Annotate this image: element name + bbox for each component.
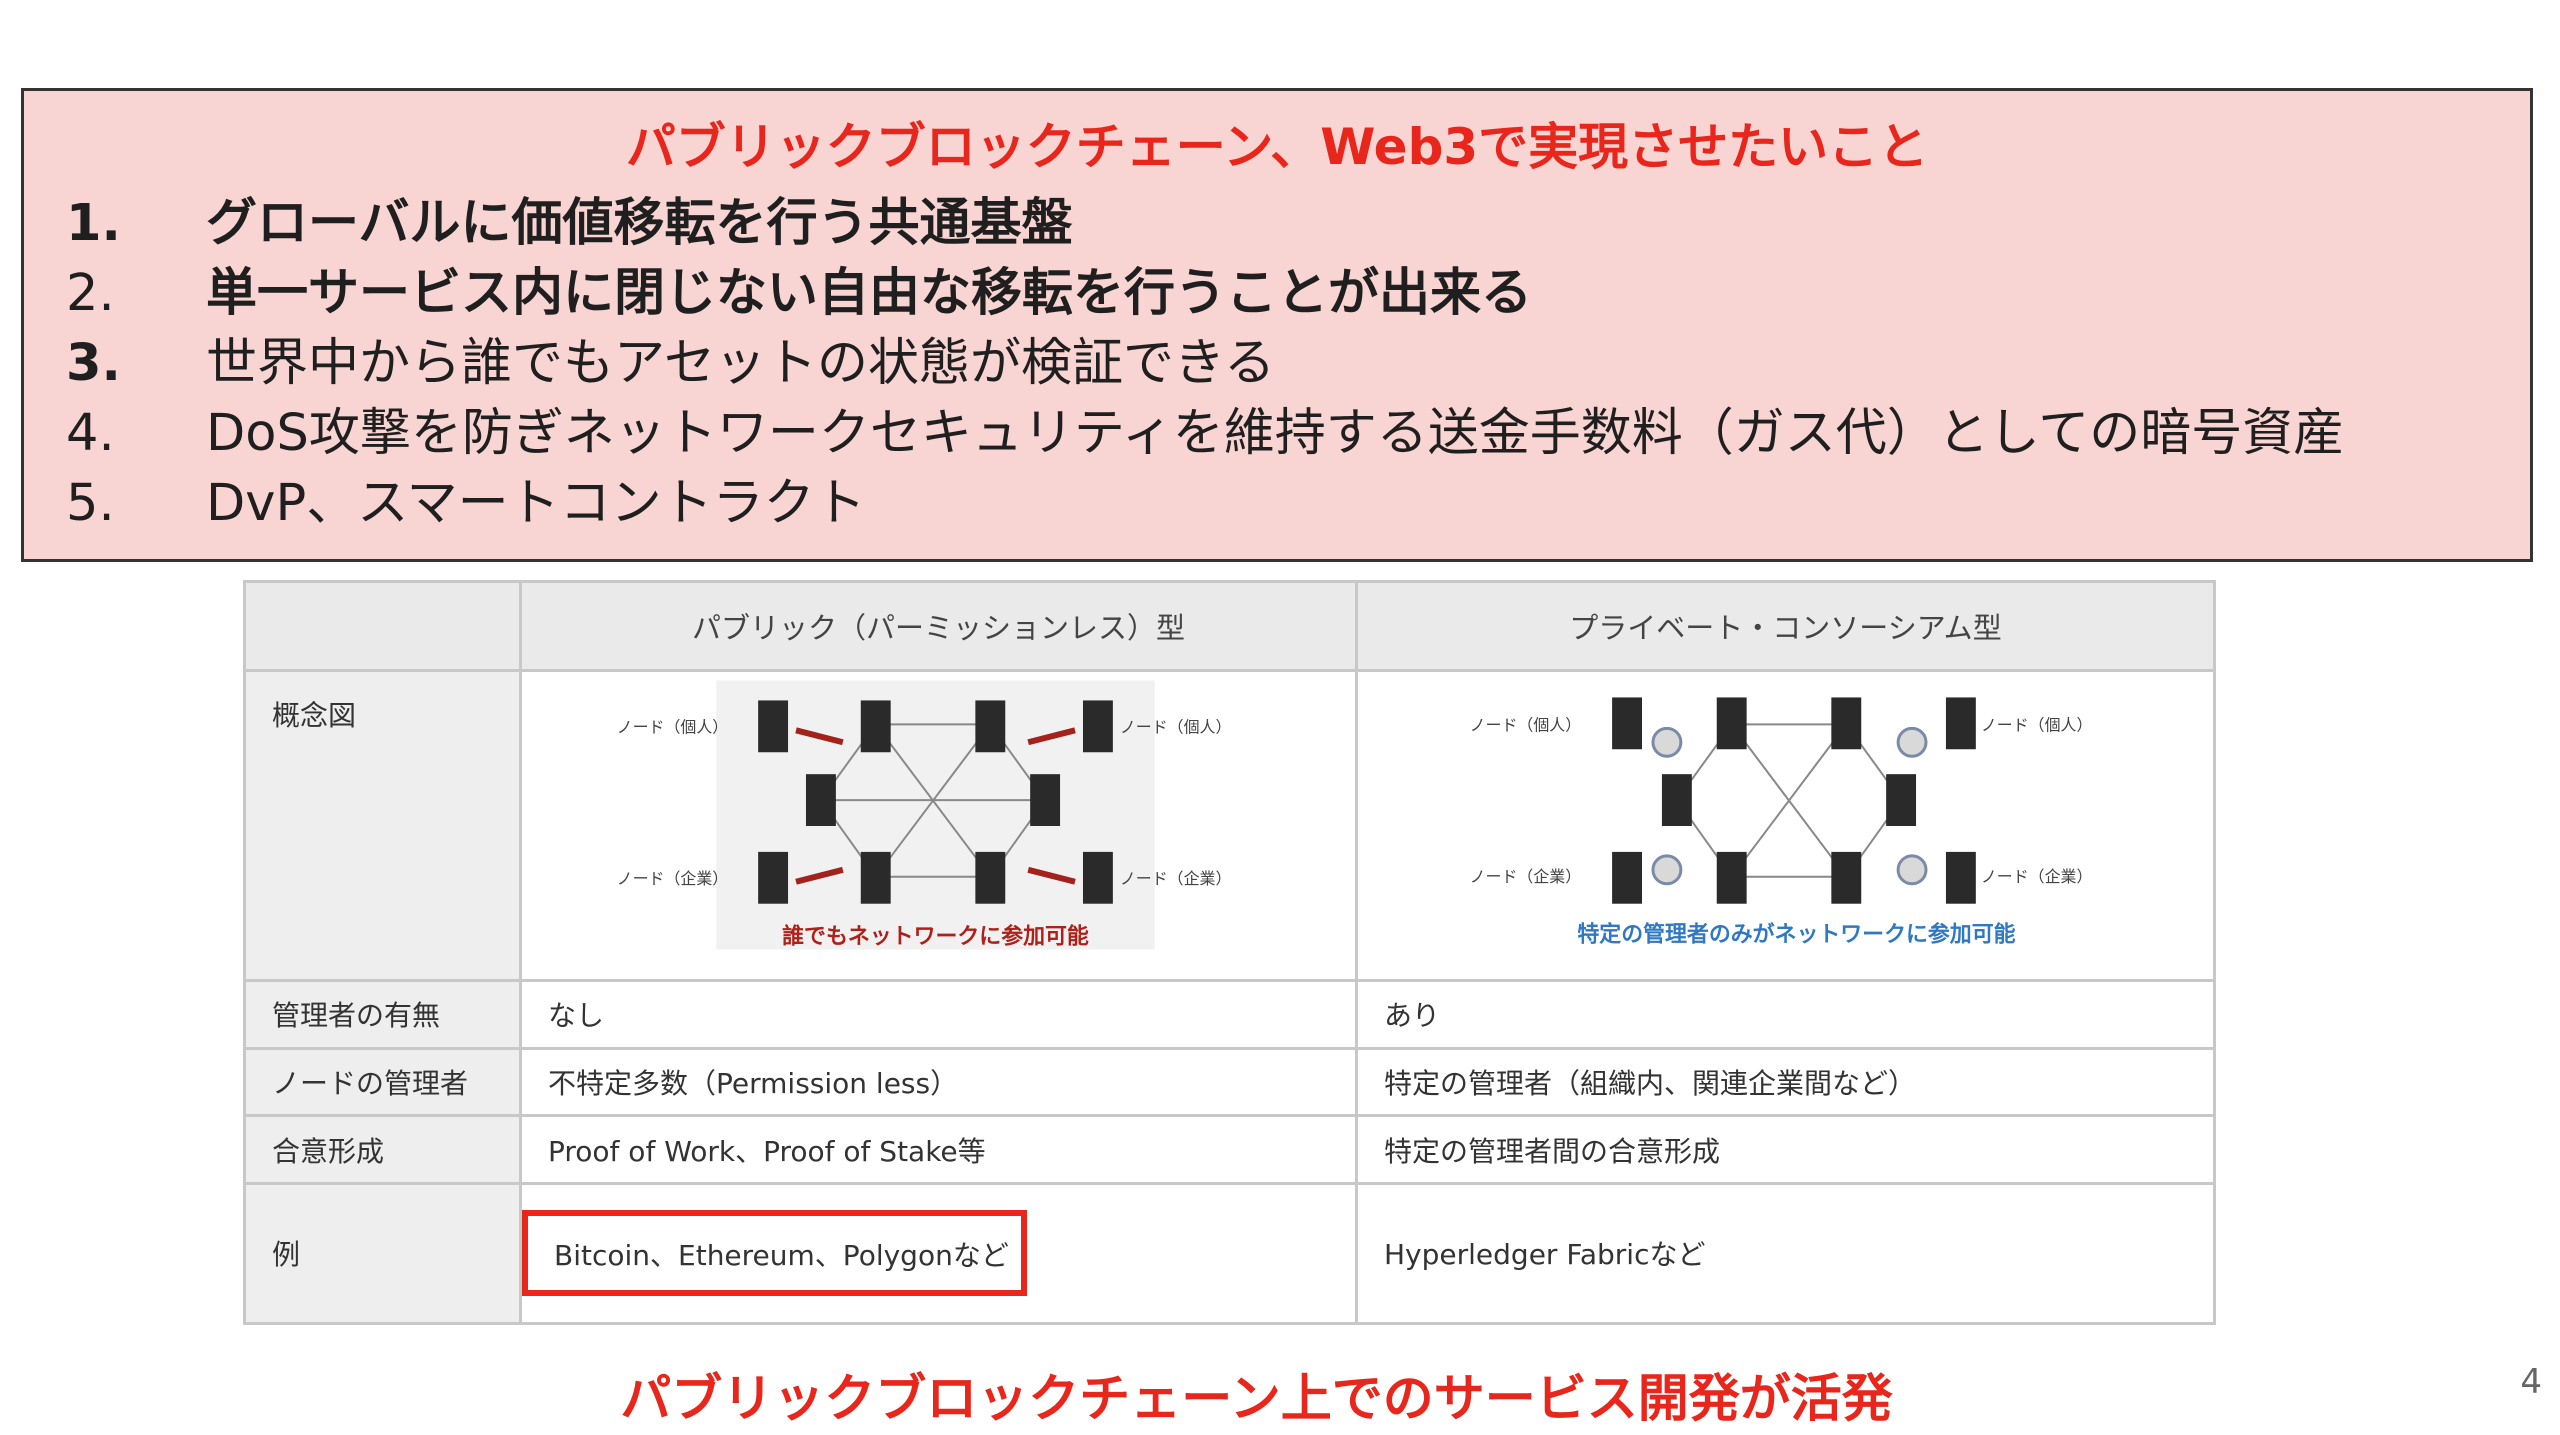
table-row-consensus: 合意形成 Proof of Work、Proof of Stake等 特定の管理…	[243, 1114, 2216, 1185]
private-diagram-cell: ノード（個人） ノード（個人） ノード（企業） ノード（企業） 特定の管理者のみ…	[1355, 669, 2216, 982]
row-label: 例	[243, 1181, 522, 1326]
diagram-background	[716, 680, 1155, 950]
server-icons	[1612, 697, 1976, 904]
goal-text: DvP、スマートコントラクト	[206, 474, 866, 533]
goal-number: 4.	[66, 404, 115, 463]
row-label: 管理者の有無	[243, 979, 522, 1050]
private-value: Hyperledger Fabricなど	[1355, 1181, 2216, 1326]
table-row-admin: 管理者の有無 なし あり	[243, 979, 2216, 1050]
header-public: パブリック（パーミッションレス）型	[519, 580, 1358, 672]
node-personal-label-left: ノード（個人）	[617, 717, 729, 736]
private-value: あり	[1355, 979, 2216, 1050]
header-private: プライベート・コンソーシアム型	[1355, 580, 2216, 672]
public-value: なし	[519, 979, 1358, 1050]
node-personal-label-left: ノード（個人）	[1470, 715, 1582, 734]
row-label: 合意形成	[243, 1114, 522, 1185]
goal-number: 1.	[66, 194, 121, 253]
goal-text: グローバルに価値移転を行う共通基盤	[206, 194, 1073, 253]
private-value: 特定の管理者（組織内、関連企業間など）	[1355, 1046, 2216, 1118]
private-diagram-caption: 特定の管理者のみがネットワークに参加可能	[1577, 922, 2015, 948]
table-header-row: パブリック（パーミッションレス）型 プライベート・コンソーシアム型	[243, 580, 2216, 672]
header-empty	[243, 580, 522, 672]
goals-box: パブリックブロックチェーン、Web3で実現させたいこと 1. グローバルに価値移…	[21, 88, 2533, 562]
table-row-examples: 例 Bitcoin、Ethereum、Polygonなど Hyperledger…	[243, 1181, 2216, 1326]
goal-number: 2.	[66, 264, 115, 323]
goal-text: 単一サービス内に閉じない自由な移転を行うことが出来る	[206, 264, 1533, 323]
node-company-label-left: ノード（企業）	[1470, 867, 1582, 886]
goal-number: 3.	[66, 334, 121, 393]
goal-number: 5.	[66, 474, 115, 533]
goal-text: 世界中から誰でもアセットの状態が検証できる	[206, 334, 1275, 393]
table-row-diagram: 概念図	[243, 669, 2216, 982]
node-company-label-right: ノード（企業）	[1981, 867, 2093, 886]
blocked-icons	[1651, 726, 1928, 886]
highlighted-public-examples: Bitcoin、Ethereum、Polygonなど	[522, 1210, 1027, 1297]
public-value: 不特定多数（Permission less）	[519, 1046, 1358, 1118]
comparison-table: パブリック（パーミッションレス）型 プライベート・コンソーシアム型 概念図	[243, 580, 2216, 1326]
network-lines	[1676, 723, 1902, 878]
node-personal-label-right: ノード（個人）	[1981, 715, 2093, 734]
arrow-icons	[795, 727, 1076, 885]
node-company-label-right: ノード（企業）	[1120, 869, 1232, 888]
row-label: 概念図	[243, 669, 522, 982]
private-value: 特定の管理者間の合意形成	[1355, 1114, 2216, 1185]
public-value: Proof of Work、Proof of Stake等	[519, 1114, 1358, 1185]
server-icons	[758, 700, 1113, 904]
goals-title: パブリックブロックチェーン、Web3で実現させたいこと	[625, 118, 1929, 176]
public-diagram-caption: 誰でもネットワークに参加可能	[782, 924, 1089, 950]
public-value-cell: Bitcoin、Ethereum、Polygonなど	[519, 1181, 1358, 1326]
row-label: ノードの管理者	[243, 1046, 522, 1118]
node-personal-label-right: ノード（個人）	[1120, 717, 1232, 736]
page-number: 4	[2520, 1362, 2542, 1402]
bottom-conclusion: パブリックブロックチェーン上でのサービス開発が活発	[620, 1370, 1893, 1429]
public-diagram-cell: ノード（個人） ノード（個人） ノード（企業） ノード（企業） 誰でもネットワー…	[519, 669, 1358, 982]
public-network-diagram: ノード（個人） ノード（個人） ノード（企業） ノード（企業） 誰でもネットワー…	[617, 680, 1232, 950]
goal-text: DoS攻撃を防ぎネットワークセキュリティを維持する送金手数料（ガス代）としての暗…	[206, 404, 2345, 463]
private-network-diagram: ノード（個人） ノード（個人） ノード（企業） ノード（企業） 特定の管理者のみ…	[1470, 697, 2093, 948]
node-company-label-left: ノード（企業）	[617, 869, 729, 888]
table-row-node-admin: ノードの管理者 不特定多数（Permission less） 特定の管理者（組織…	[243, 1046, 2216, 1118]
